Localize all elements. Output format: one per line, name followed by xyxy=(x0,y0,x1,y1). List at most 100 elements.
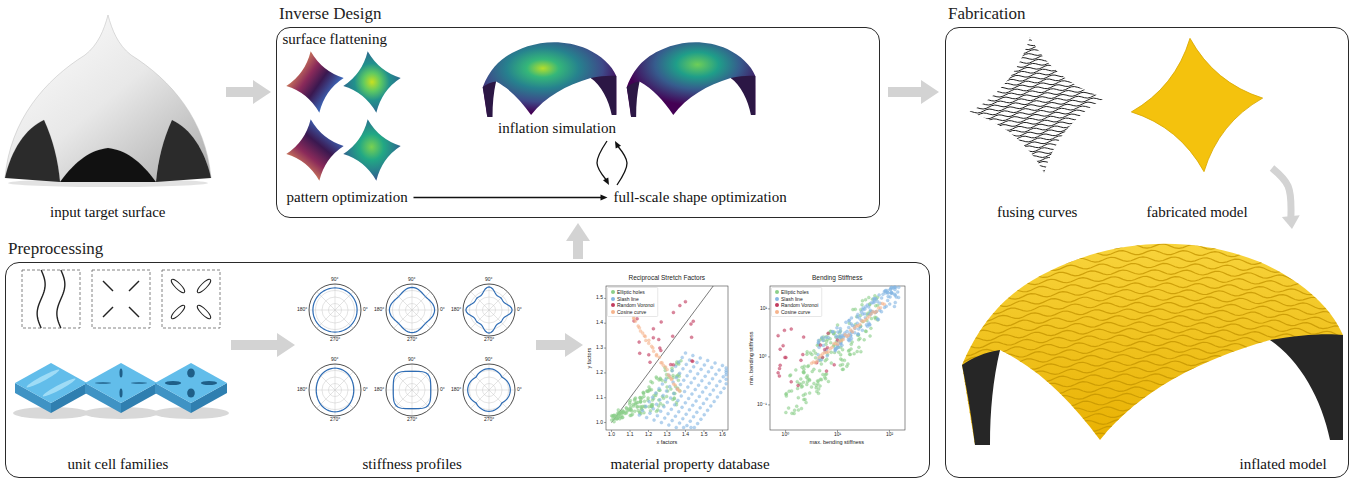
data-point xyxy=(856,350,859,353)
data-point xyxy=(693,377,696,380)
ridge-line xyxy=(955,400,1347,415)
data-point xyxy=(645,416,648,419)
polar-spoke xyxy=(335,372,353,390)
data-point xyxy=(875,310,878,313)
data-point xyxy=(876,300,879,303)
tick-label: 10² xyxy=(886,432,893,438)
legend-swatch xyxy=(775,297,779,301)
data-point xyxy=(823,348,826,351)
stiffness-curve xyxy=(389,287,434,332)
tick-label: 1.6 xyxy=(719,432,726,438)
fusing-curve xyxy=(963,103,1112,121)
data-point xyxy=(689,370,692,373)
fusing-curve xyxy=(959,62,1108,80)
data-point xyxy=(709,404,712,407)
data-point xyxy=(650,404,653,407)
angle-label: 270° xyxy=(330,417,340,423)
angle-label: 270° xyxy=(330,337,340,343)
data-point xyxy=(784,356,787,359)
cell-hole xyxy=(95,382,111,384)
data-point xyxy=(705,397,708,400)
data-point xyxy=(850,343,853,346)
connector-line xyxy=(573,240,583,259)
data-point xyxy=(869,334,872,337)
data-point xyxy=(701,391,704,394)
unit-cell-box xyxy=(92,270,150,328)
legend-text: Random Voronoi xyxy=(617,302,654,308)
data-point xyxy=(883,306,886,309)
data-point xyxy=(667,424,670,427)
data-point xyxy=(714,373,717,376)
data-point xyxy=(615,417,618,420)
caption: full-scale shape optimization xyxy=(614,189,787,206)
data-point xyxy=(699,418,702,421)
data-point xyxy=(643,400,646,403)
cell-ridge xyxy=(40,377,77,398)
data-point xyxy=(830,351,833,354)
fusing-curve xyxy=(963,100,1112,118)
legend-frame xyxy=(608,288,658,317)
legend-swatch xyxy=(611,310,615,314)
data-point xyxy=(644,405,647,408)
flow-arrow xyxy=(888,80,939,104)
cell-hole xyxy=(187,388,195,397)
arch-shadow xyxy=(60,148,156,182)
fabricated-model-group: fabricated model xyxy=(1128,34,1268,222)
data-point xyxy=(870,301,873,304)
data-point xyxy=(836,343,839,346)
data-point xyxy=(718,368,721,371)
fusing-curve xyxy=(956,35,1105,53)
data-point xyxy=(853,352,856,355)
polar-spoke xyxy=(412,390,413,416)
flattened-pattern xyxy=(339,47,405,116)
polar-spoke xyxy=(463,310,489,311)
legend-swatch xyxy=(775,303,779,307)
polar-spoke xyxy=(489,390,515,391)
ridge-line xyxy=(955,426,1347,442)
data-point xyxy=(723,387,726,390)
data-point xyxy=(789,373,792,376)
data-point xyxy=(655,403,658,406)
data-point xyxy=(820,362,823,365)
data-point xyxy=(682,379,685,382)
data-point xyxy=(825,358,828,361)
data-point xyxy=(641,409,644,412)
data-point xyxy=(793,412,796,415)
angle-label: 90° xyxy=(331,357,339,363)
data-point xyxy=(661,383,664,386)
data-point xyxy=(672,311,675,314)
data-point xyxy=(784,411,787,414)
data-point xyxy=(805,401,808,404)
data-point xyxy=(635,401,638,404)
flow-arrow xyxy=(536,333,583,357)
data-point xyxy=(721,364,724,367)
fusing-curve xyxy=(963,106,1112,124)
data-point xyxy=(641,332,644,335)
data-point xyxy=(790,380,793,383)
data-point xyxy=(678,389,681,392)
polar-spoke xyxy=(489,390,507,408)
data-point xyxy=(796,387,799,390)
data-point xyxy=(668,385,671,388)
data-point xyxy=(848,339,851,342)
data-point xyxy=(877,318,880,321)
legend-text: Elliptic holes xyxy=(617,289,645,295)
data-point xyxy=(656,414,659,417)
data-point xyxy=(691,360,694,363)
preprocessing-panel: Preprocessingunit cell familiesstiffness… xyxy=(5,262,930,478)
data-point xyxy=(643,334,646,337)
unit-cell-3d xyxy=(153,363,229,419)
tick-label: 10⁰ xyxy=(782,432,790,438)
data-point xyxy=(825,340,828,343)
data-point xyxy=(822,344,825,347)
flow-arrow xyxy=(597,141,609,185)
cell-top xyxy=(155,363,227,403)
data-point xyxy=(692,415,695,418)
connector-line xyxy=(1272,168,1291,217)
data-point xyxy=(847,350,850,353)
data-point xyxy=(688,408,691,411)
data-point xyxy=(708,382,711,385)
polar-spoke xyxy=(386,390,412,391)
data-point xyxy=(817,379,820,382)
